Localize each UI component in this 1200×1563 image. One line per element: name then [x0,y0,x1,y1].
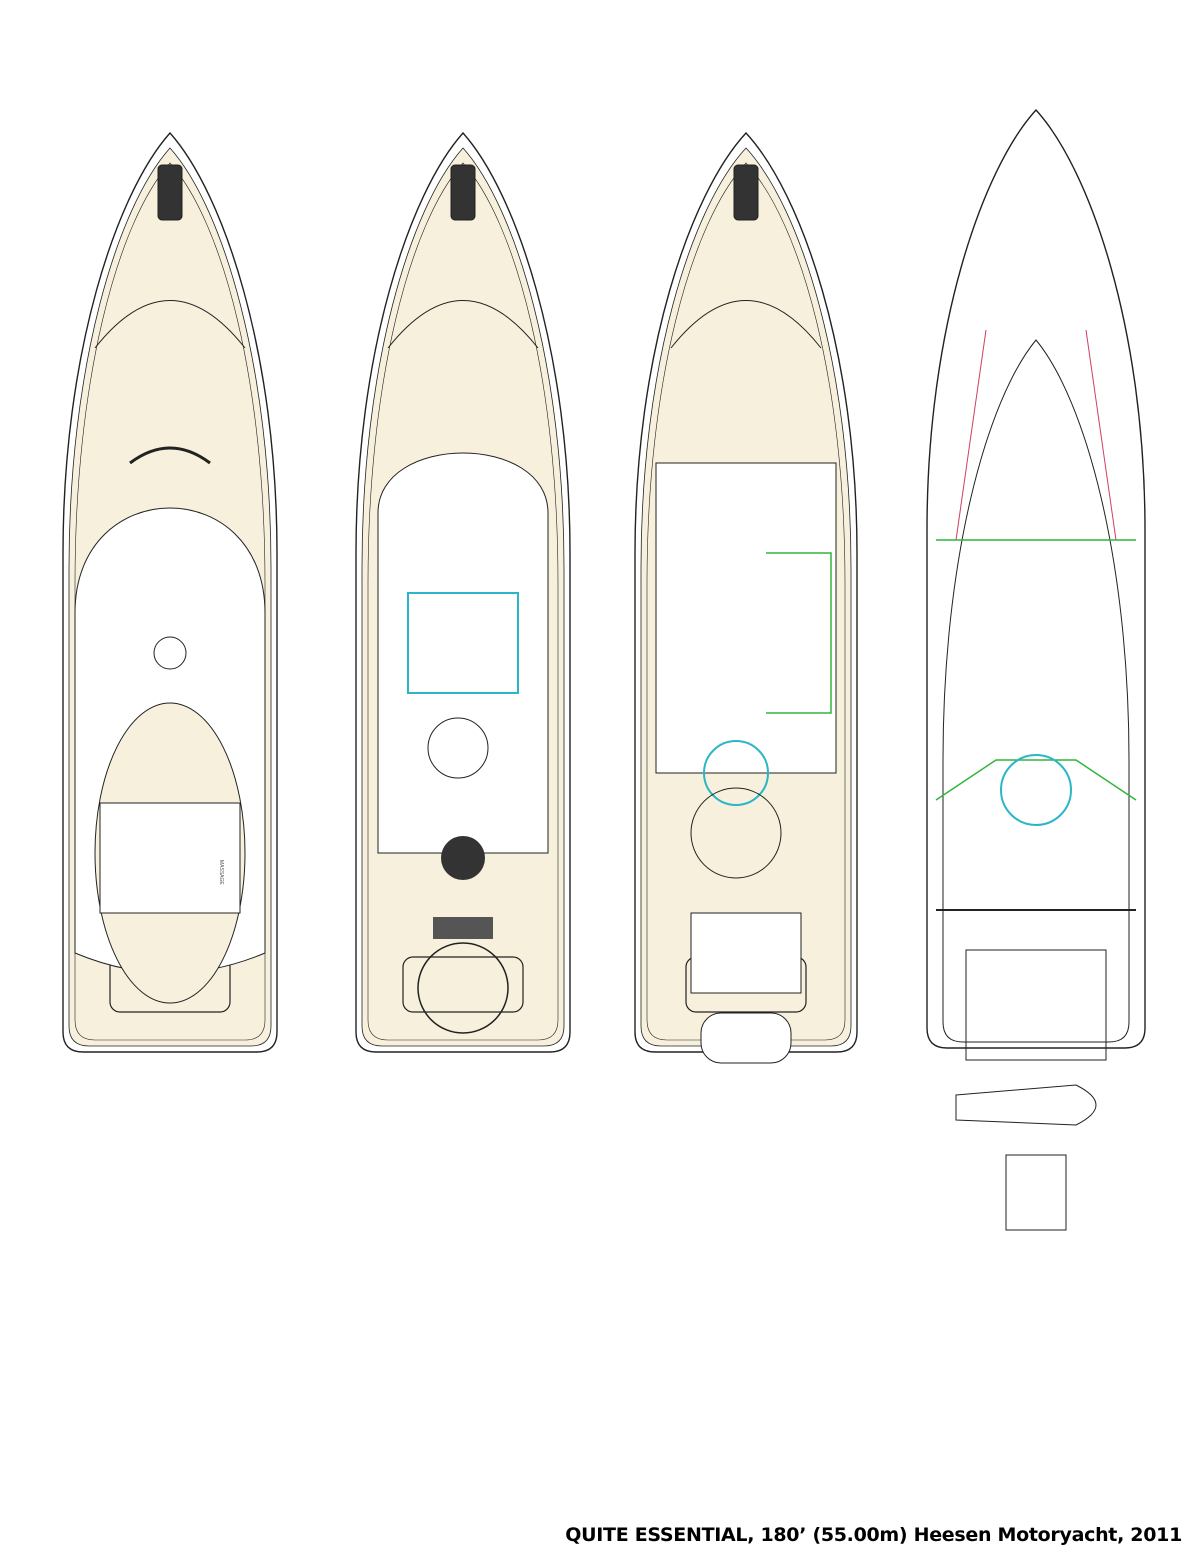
lower-deck [926,108,1146,1231]
bridge-deck [355,131,571,1053]
spa-room [99,802,241,914]
spiral-stair [1000,754,1072,826]
master-cabin-walls [766,552,832,714]
bow-tender [157,164,183,221]
bulwark-line [367,162,559,1041]
sky-lounge-feature [441,836,485,880]
bulwark-line [74,162,266,1041]
foredeck-seating [94,300,246,349]
jetski-bay [1005,1154,1067,1231]
stern-platform [402,956,524,1013]
spiral-stair [703,740,769,806]
guest-bulkheads [935,539,1137,801]
radar-dome [153,636,187,670]
spiral-stair [427,717,489,779]
foredeck-seating [387,300,539,349]
dining-area [690,912,802,994]
dining-table [417,942,509,1034]
engine-room [965,949,1107,1061]
bow-tender [733,164,759,221]
massage-room-label: MASSAGE [218,860,224,885]
lounge [690,787,782,879]
main-deck [634,131,858,1064]
lower-deck-outline [942,339,1130,1043]
main-saloon [655,462,837,774]
sun-deck [62,131,278,1053]
wheelhouse [377,452,549,854]
jacuzzi [129,446,211,465]
crew-bulkheads [955,329,1117,541]
stern-stairs [433,917,493,939]
bow-tender [450,164,476,221]
drawing-caption: QUITE ESSENTIAL, 180’ (55.00m) Heesen Mo… [565,1524,1182,1546]
tender-garage [955,1084,1097,1126]
aft-seating [700,1012,792,1064]
foredeck-seating [670,300,822,349]
cabin-walls [407,592,519,694]
